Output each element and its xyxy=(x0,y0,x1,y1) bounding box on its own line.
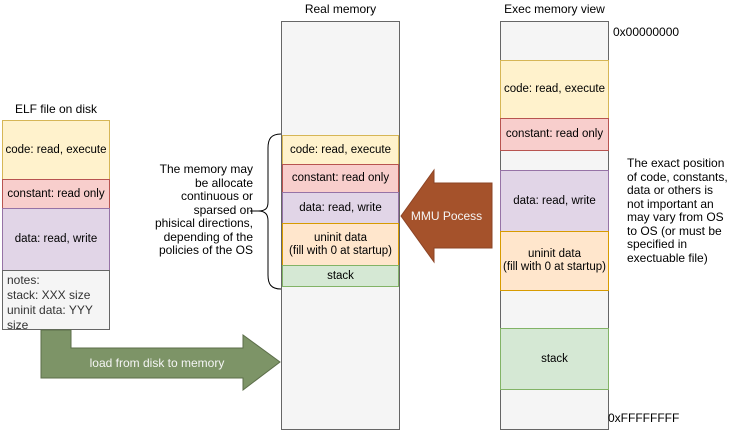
load-arrow-label: load from disk to memory xyxy=(89,356,225,370)
exec-code-segment: code: read, execute xyxy=(500,60,609,119)
real-uninit-segment: uninit data (fill with 0 at startup) xyxy=(282,223,399,266)
elf-data-segment: data: read, write xyxy=(2,208,110,271)
mmu-arrow-label: MMU Pocess xyxy=(410,209,483,223)
real-memory-note: The memory may be allocate continuous or… xyxy=(154,162,253,257)
elf-notes-segment: notes: stack: XXX size uninit data: YYY … xyxy=(2,270,110,332)
exec-memory-title: Exec memory view xyxy=(504,2,605,16)
exec-uninit-segment: uninit data (fill with 0 at startup) xyxy=(500,231,609,291)
real-data-segment: data: read, write xyxy=(282,192,399,224)
address-top-label: 0x00000000 xyxy=(613,25,680,39)
exec-data-segment: data: read, write xyxy=(500,170,609,232)
exec-memory-note: The exact position of code, constants, d… xyxy=(627,156,728,265)
real-code-segment: code: read, execute xyxy=(282,135,399,165)
exec-constant-segment: constant: read only xyxy=(500,118,609,151)
curly-brace xyxy=(257,133,282,290)
elf-constant-segment: constant: read only xyxy=(2,179,110,209)
real-stack-segment: stack xyxy=(282,265,399,287)
elf-column-title: ELF file on disk xyxy=(14,102,98,116)
real-constant-segment: constant: read only xyxy=(282,164,399,193)
elf-code-segment: code: read, execute xyxy=(2,120,110,180)
exec-stack-segment: stack xyxy=(500,328,609,390)
real-memory-title: Real memory xyxy=(304,2,377,16)
address-bottom-label: 0xFFFFFFFF xyxy=(608,411,680,425)
